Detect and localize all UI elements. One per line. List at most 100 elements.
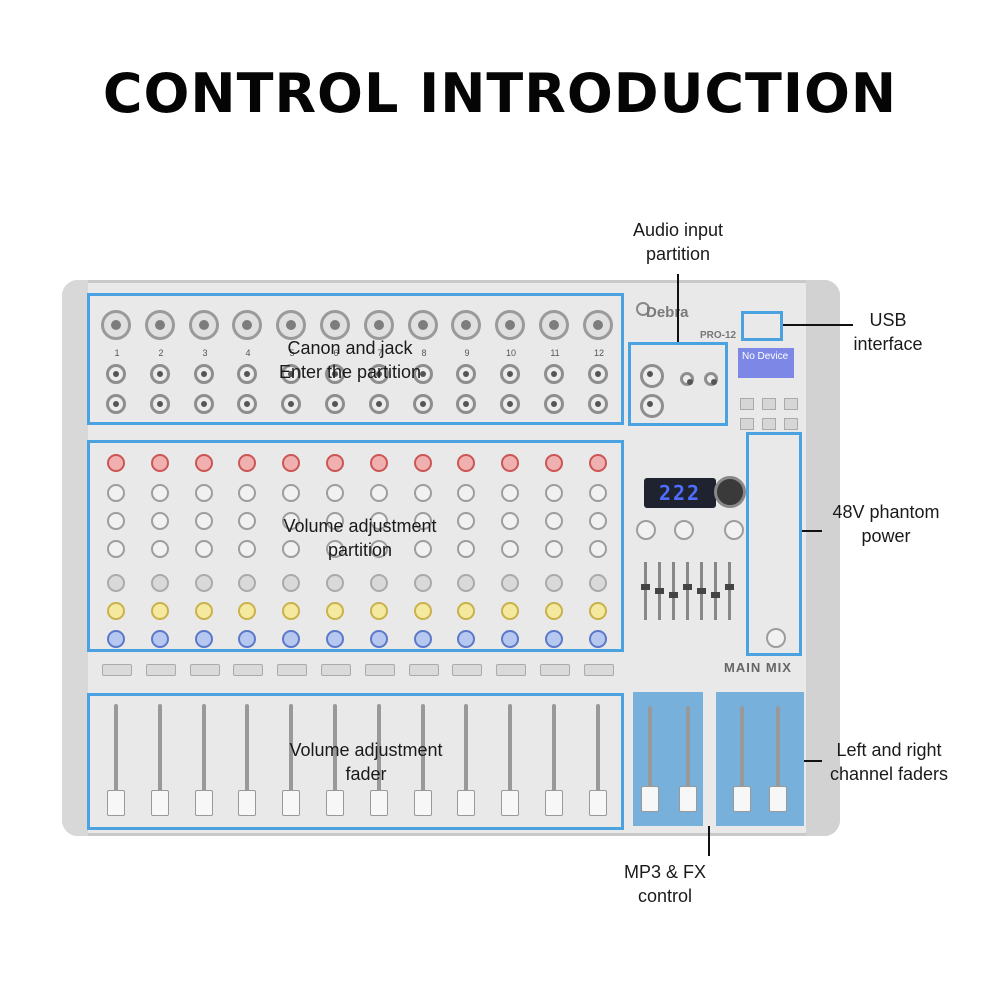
play-pause-button[interactable] [762,398,776,410]
line-input-jack[interactable] [500,364,520,384]
pan-knob[interactable] [195,630,213,648]
fx-send-knob[interactable] [107,602,125,620]
fx-send-knob[interactable] [238,602,256,620]
eq-mid-knob[interactable] [326,512,344,530]
mute-button[interactable] [409,664,439,676]
line-input-jack[interactable] [369,364,389,384]
eq-high-knob[interactable] [151,484,169,502]
line-input-jack[interactable] [413,364,433,384]
gain-knob[interactable] [326,454,344,472]
channel-fader[interactable] [545,790,563,816]
insert-jack[interactable] [500,394,520,414]
eq-low-knob[interactable] [589,540,607,558]
fx-fader[interactable] [679,786,697,812]
eq-high-knob[interactable] [326,484,344,502]
mon-send-knob[interactable] [589,574,607,592]
eq-low-knob[interactable] [414,540,432,558]
next-button[interactable] [784,398,798,410]
eq-low-knob[interactable] [238,540,256,558]
eq-low-knob[interactable] [151,540,169,558]
main-right-fader[interactable] [769,786,787,812]
fx-send-knob[interactable] [589,602,607,620]
eq-slider-handle[interactable] [683,584,692,590]
xlr-input-icon[interactable] [539,310,569,340]
insert-jack[interactable] [325,394,345,414]
line-input-jack[interactable] [150,364,170,384]
fx-send-knob[interactable] [457,602,475,620]
bt-button[interactable] [784,418,798,430]
mute-button[interactable] [190,664,220,676]
eq-mid-knob[interactable] [282,512,300,530]
mode-button[interactable] [740,418,754,430]
mon-send-knob[interactable] [414,574,432,592]
channel-fader[interactable] [501,790,519,816]
fx-preset-knob[interactable] [714,476,746,508]
channel-fader[interactable] [589,790,607,816]
mute-button[interactable] [452,664,482,676]
eq-mid-knob[interactable] [107,512,125,530]
eq-low-knob[interactable] [282,540,300,558]
eq-mid-knob[interactable] [457,512,475,530]
insert-jack[interactable] [413,394,433,414]
insert-jack[interactable] [150,394,170,414]
fx-send-knob[interactable] [414,602,432,620]
eq-slider-handle[interactable] [697,588,706,594]
tape-out-jack[interactable] [704,372,718,386]
eq-high-knob[interactable] [370,484,388,502]
pan-knob[interactable] [238,630,256,648]
gain-knob[interactable] [282,454,300,472]
mon-send-knob[interactable] [195,574,213,592]
eq-mid-knob[interactable] [370,512,388,530]
mon-send-knob[interactable] [457,574,475,592]
channel-fader[interactable] [414,790,432,816]
mute-button[interactable] [233,664,263,676]
eq-slider-handle[interactable] [641,584,650,590]
insert-jack[interactable] [237,394,257,414]
eq-high-knob[interactable] [107,484,125,502]
mute-button[interactable] [321,664,351,676]
eq-high-knob[interactable] [589,484,607,502]
gain-knob[interactable] [195,454,213,472]
eq-low-knob[interactable] [370,540,388,558]
fx-send-knob[interactable] [545,602,563,620]
xlr-input-icon[interactable] [232,310,262,340]
channel-fader[interactable] [238,790,256,816]
eq-mid-knob[interactable] [501,512,519,530]
gain-knob[interactable] [589,454,607,472]
line-input-jack[interactable] [325,364,345,384]
line-input-jack[interactable] [237,364,257,384]
gain-knob[interactable] [545,454,563,472]
gain-knob[interactable] [238,454,256,472]
mon-send-knob[interactable] [282,574,300,592]
channel-fader[interactable] [370,790,388,816]
eq-low-knob[interactable] [326,540,344,558]
insert-jack[interactable] [588,394,608,414]
eq-slider-handle[interactable] [711,592,720,598]
channel-fader[interactable] [151,790,169,816]
fx-send-knob[interactable] [282,602,300,620]
channel-fader[interactable] [457,790,475,816]
pan-knob[interactable] [282,630,300,648]
eq-slider-handle[interactable] [725,584,734,590]
eq-low-knob[interactable] [501,540,519,558]
xlr-input-icon[interactable] [451,310,481,340]
insert-jack[interactable] [281,394,301,414]
channel-fader[interactable] [107,790,125,816]
pan-knob[interactable] [589,630,607,648]
channel-fader[interactable] [326,790,344,816]
eq-mid-knob[interactable] [589,512,607,530]
eq-high-knob[interactable] [195,484,213,502]
mute-button[interactable] [102,664,132,676]
mon-send-knob[interactable] [107,574,125,592]
repeat-button[interactable] [762,418,776,430]
xlr-input-icon[interactable] [364,310,394,340]
eq-mid-knob[interactable] [238,512,256,530]
insert-jack[interactable] [544,394,564,414]
line-input-jack[interactable] [106,364,126,384]
mon-send-knob[interactable] [545,574,563,592]
pan-knob[interactable] [107,630,125,648]
xlr-input-icon[interactable] [145,310,175,340]
xlr-input-icon[interactable] [495,310,525,340]
mp3-level-knob[interactable] [674,520,694,540]
balanced-out-jack[interactable] [640,394,664,418]
